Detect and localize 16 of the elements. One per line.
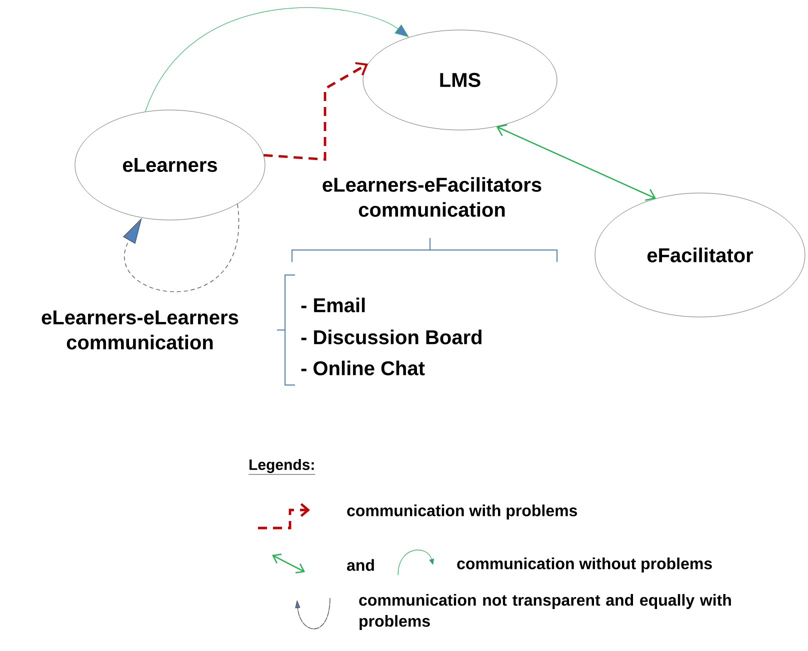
arrow bbox=[122, 204, 239, 292]
list-item: - Email bbox=[301, 298, 365, 312]
legend-text: communication without problems bbox=[457, 558, 712, 572]
ellipse-node: eLearners bbox=[74, 110, 266, 220]
caption-text: eLearners-eFacilitators communication bbox=[322, 177, 542, 217]
caption-text: eLearners-eLearners communication bbox=[42, 310, 238, 350]
list-item: - Discussion Board bbox=[301, 330, 482, 344]
list-item: - Online Chat bbox=[301, 360, 425, 376]
legend-title: Legends: bbox=[248, 458, 316, 475]
ellipse-node: eFacilitator bbox=[594, 192, 806, 318]
legend-text: and bbox=[347, 559, 374, 571]
legend-text: communication not transparent and equally with problems bbox=[359, 594, 731, 630]
arrow bbox=[496, 124, 656, 201]
arrow bbox=[264, 62, 368, 161]
legend-text: communication with problems bbox=[347, 504, 577, 520]
ellipse-node: LMS bbox=[362, 30, 558, 130]
